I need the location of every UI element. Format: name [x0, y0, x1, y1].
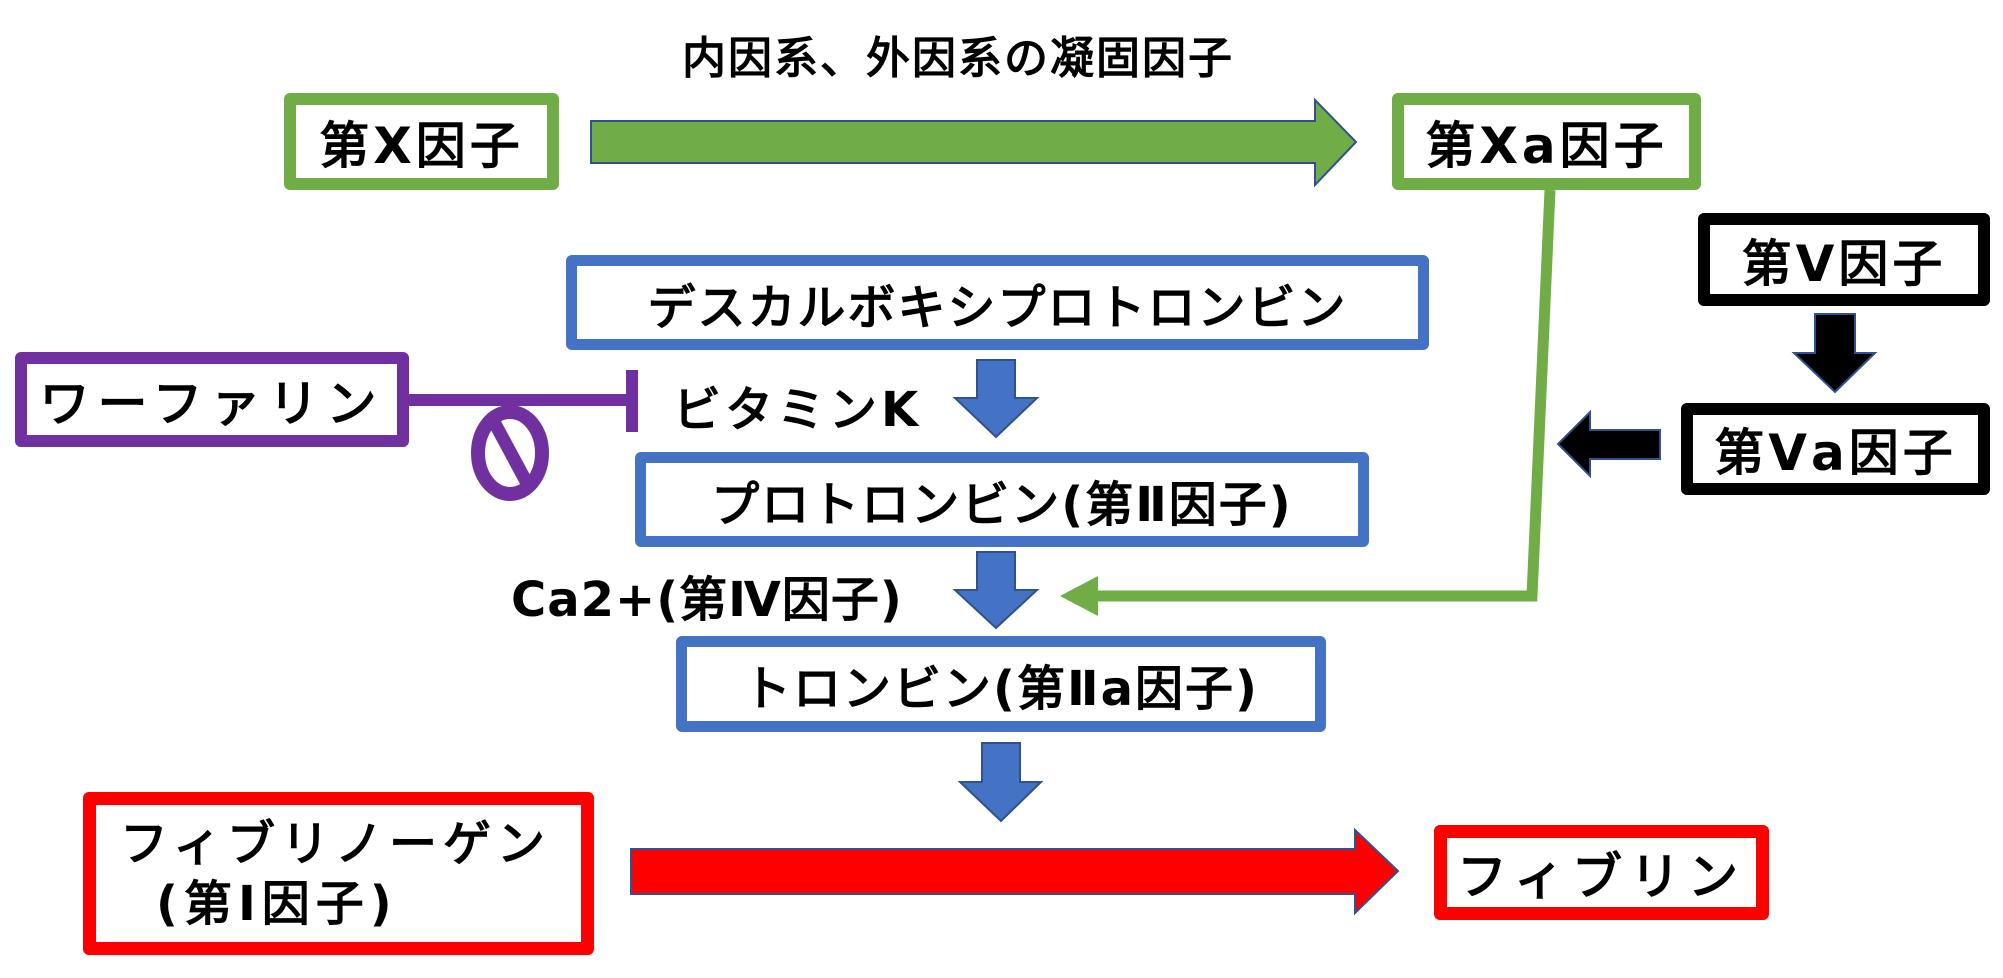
- diagram-title: 内因系、外因系の凝固因子: [682, 33, 1234, 84]
- node-warfarin: ワーファリン: [15, 352, 409, 447]
- red-arrow-fibrinogen-to-fibrin: [630, 827, 1400, 916]
- node-thrombin-label: トロンビン(第Ⅱa因子): [743, 661, 1259, 717]
- node-fibrin-label: フィブリン: [1457, 847, 1746, 906]
- blue-arrow-down-1: [952, 359, 1040, 439]
- node-thrombin: トロンビン(第Ⅱa因子): [676, 636, 1326, 732]
- black-arrow-down: [1791, 313, 1878, 394]
- node-descarboxy-prothrombin-label: デスカルボキシプロトロンビン: [647, 279, 1348, 336]
- node-factor-v-label: 第Ⅴ因子: [1741, 234, 1947, 293]
- black-arrow-left: [1556, 409, 1661, 479]
- node-factor-xa: 第Ⅹa因子: [1392, 93, 1701, 190]
- prohibited-icon: [471, 405, 549, 501]
- green-arrowhead: [1060, 576, 1098, 616]
- blue-arrow-down-2: [952, 551, 1040, 630]
- node-factor-xa-label: 第Ⅹa因子: [1425, 116, 1668, 175]
- node-fibrinogen-label-line1: フィブリノーゲン: [120, 815, 552, 872]
- green-connector-xa-line: [1090, 189, 1556, 602]
- green-arrow-x-to-xa: [590, 97, 1358, 188]
- label-calcium: Ca2+(第Ⅳ因子): [511, 572, 903, 628]
- node-prothrombin: プロトロンビン(第Ⅱ因子): [635, 452, 1369, 547]
- node-prothrombin-label: プロトロンビン(第Ⅱ因子): [711, 476, 1293, 533]
- label-vitamin-k: ビタミンK: [673, 382, 923, 438]
- node-fibrin: フィブリン: [1434, 825, 1769, 920]
- node-fibrinogen-label-line2: (第Ⅰ因子): [156, 875, 398, 932]
- node-descarboxy-prothrombin: デスカルボキシプロトロンビン: [566, 255, 1429, 350]
- node-fibrinogen: フィブリノーゲン (第Ⅰ因子): [83, 792, 594, 955]
- node-factor-va-label: 第Ⅴa因子: [1714, 424, 1957, 482]
- blue-arrow-down-3: [957, 742, 1044, 823]
- node-warfarin-label: ワーファリン: [39, 374, 385, 433]
- node-factor-x-label: 第Ⅹ因子: [319, 116, 524, 175]
- node-factor-va: 第Ⅴa因子: [1681, 403, 1990, 495]
- node-factor-v: 第Ⅴ因子: [1698, 213, 1990, 306]
- node-factor-x: 第Ⅹ因子: [284, 93, 559, 190]
